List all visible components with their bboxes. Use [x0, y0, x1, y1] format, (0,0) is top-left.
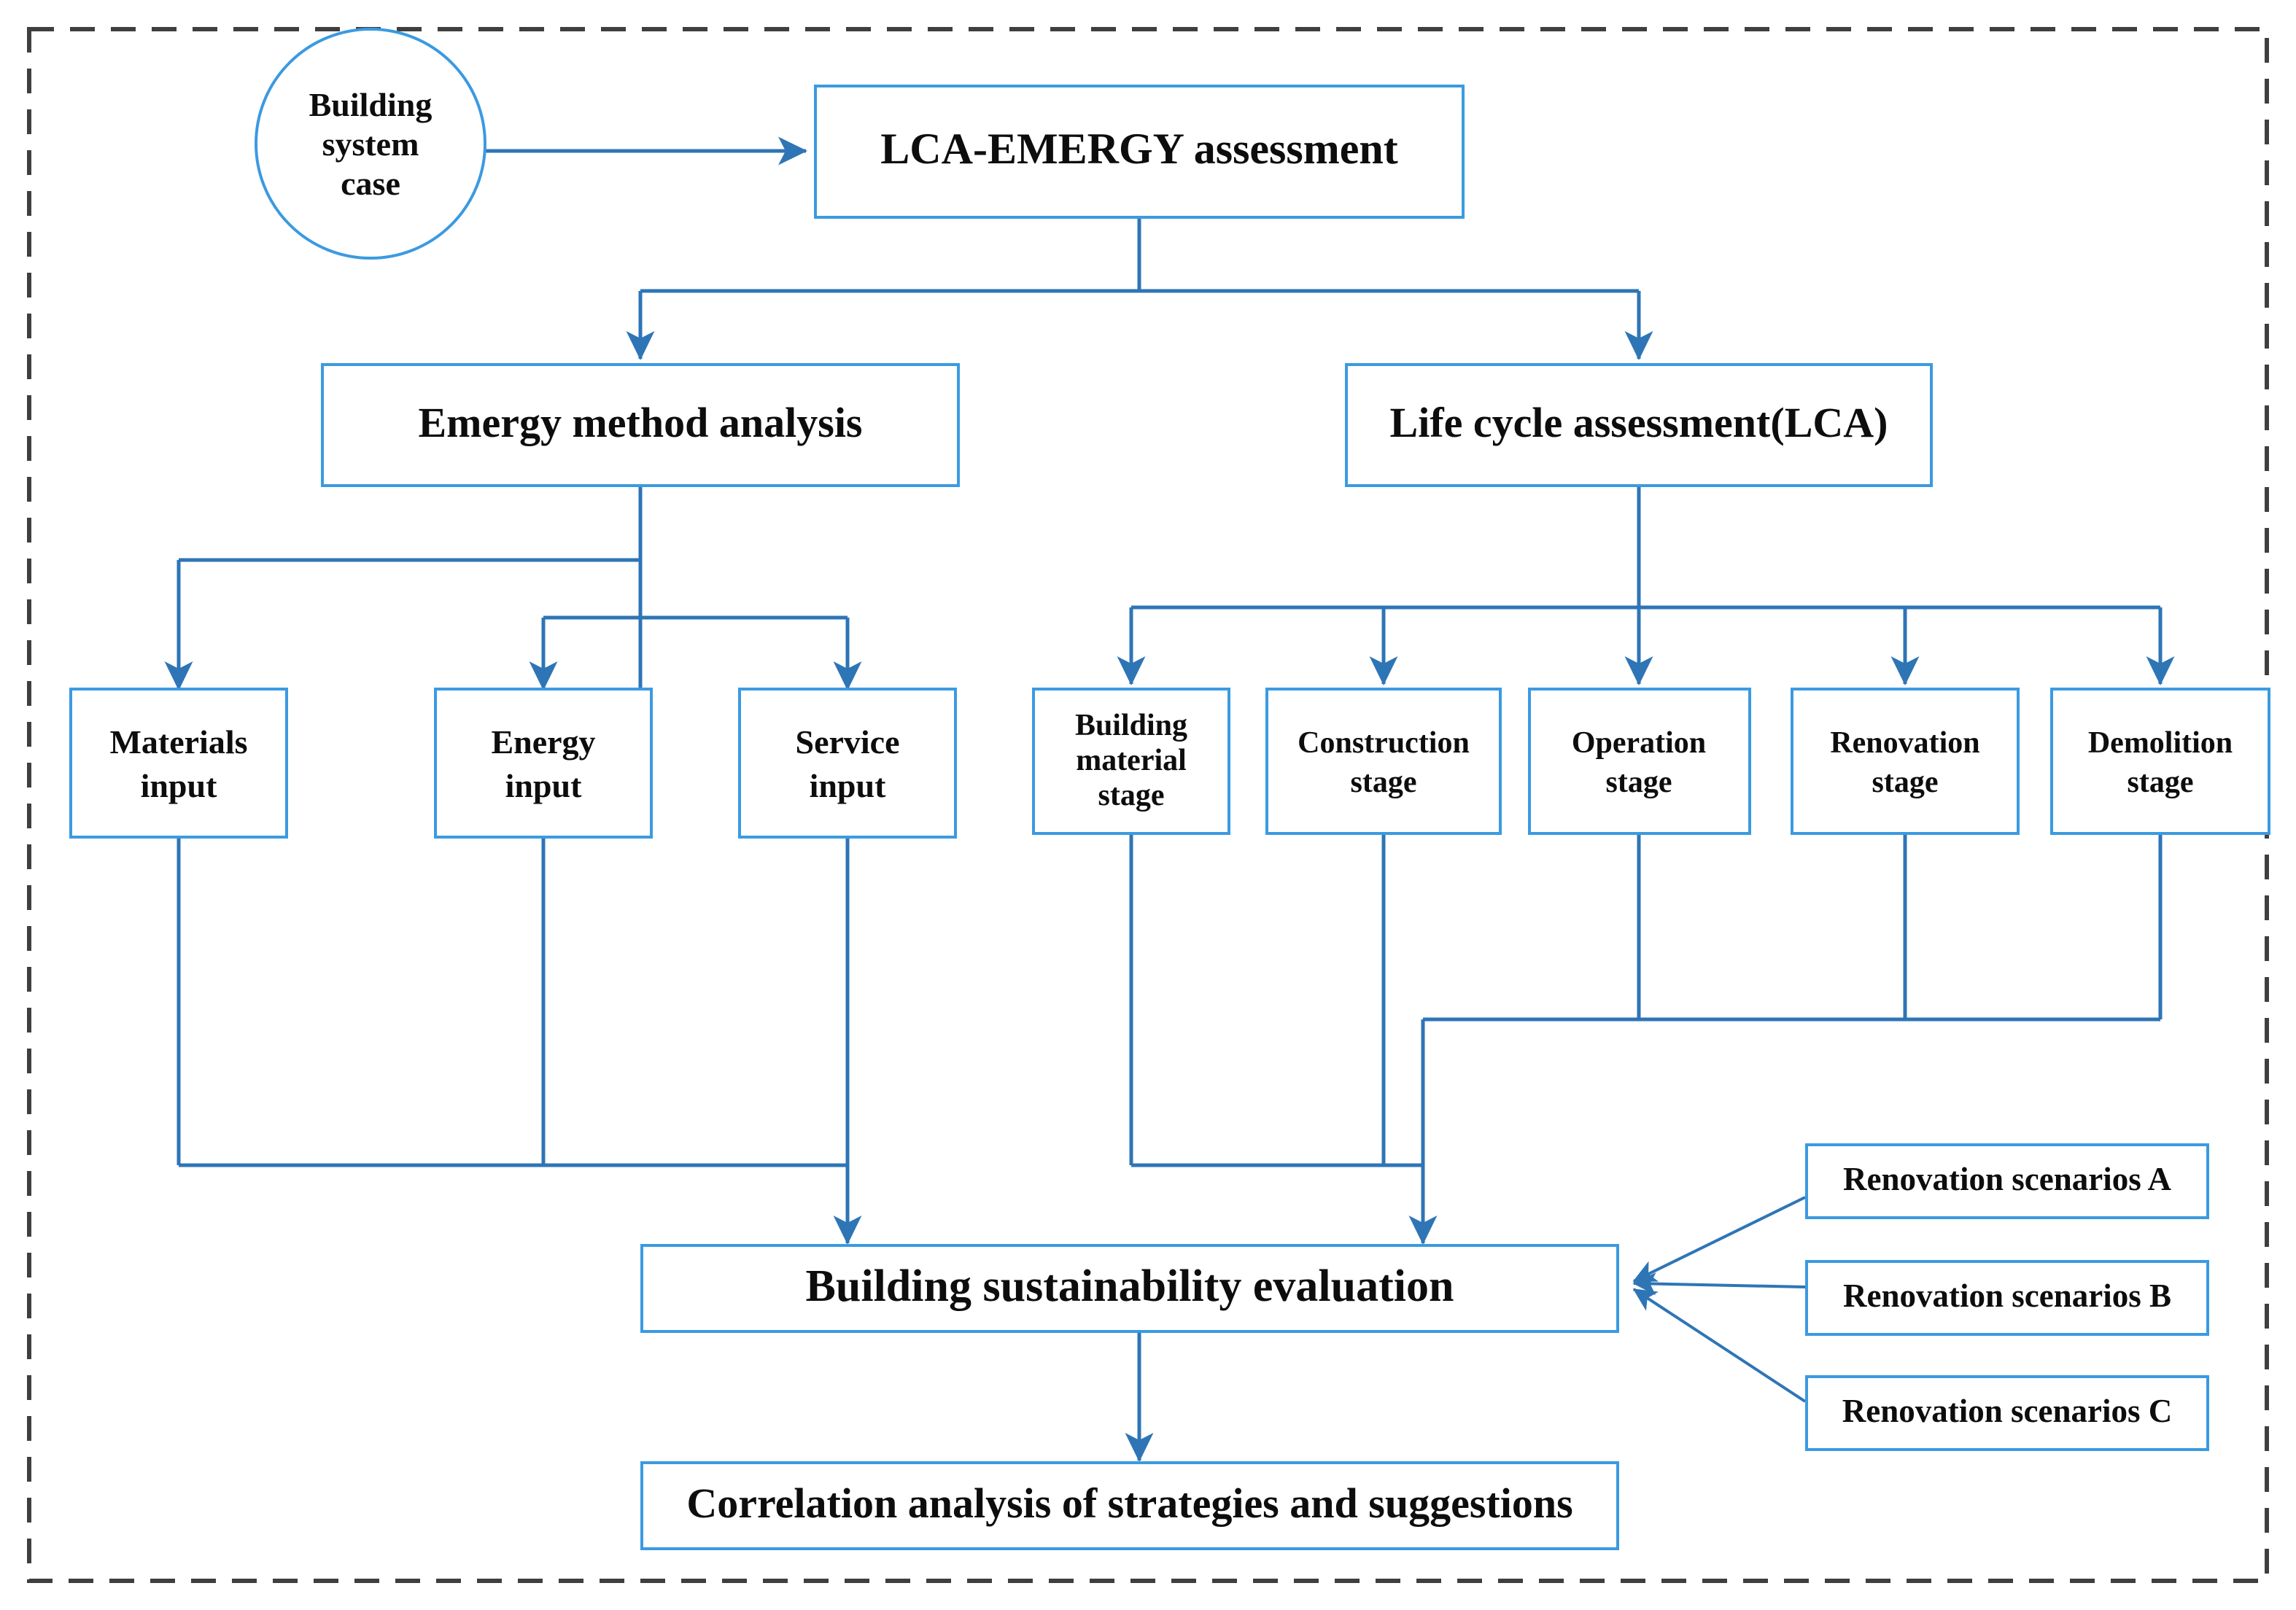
node-renovation-stage[interactable] — [1791, 688, 2020, 835]
node-building-system-case-label: Building — [309, 86, 433, 123]
node-service-input-label: Service — [795, 723, 899, 761]
node-service-input[interactable] — [738, 688, 957, 839]
node-demolition-stage-label: Demolition — [2088, 726, 2233, 760]
node-energy-input-label: Energy — [491, 723, 595, 761]
node-lca-emergy-assessment[interactable] — [814, 85, 1465, 219]
svg-text:input: input — [505, 767, 583, 804]
node-demolition-stage[interactable] — [2050, 688, 2270, 835]
node-energy-input[interactable] — [434, 688, 653, 839]
node-emergy-method-analysis-label: Emergy method analysis — [419, 399, 863, 446]
svg-text:case: case — [341, 165, 400, 202]
node-construction-stage-label: Construction — [1298, 726, 1470, 760]
svg-text:input: input — [810, 767, 887, 804]
svg-text:stage: stage — [1872, 766, 1939, 799]
node-renovation-stage-label: Renovation — [1830, 726, 1979, 760]
svg-text:stage: stage — [1606, 766, 1672, 799]
node-renovation-scenario-c[interactable] — [1805, 1375, 2209, 1451]
node-lca-emergy-assessment-label: LCA-EMERGY assessment — [880, 125, 1397, 173]
svg-text:material: material — [1076, 744, 1187, 777]
svg-text:input: input — [141, 767, 218, 804]
svg-text:stage: stage — [1098, 779, 1165, 812]
svg-text:system: system — [322, 125, 419, 163]
edge-root-fanout — [640, 217, 1639, 293]
node-renovation-scenario-b[interactable] — [1805, 1260, 2209, 1336]
diagram-frame — [27, 27, 2269, 1583]
node-building-material-stage-label: Building — [1075, 709, 1187, 742]
node-renovation-scenario-b-label: Renovation scenarios B — [1843, 1278, 2171, 1314]
edge-scenario-b-to-evaluation — [1632, 1272, 1806, 1296]
node-renovation-scenario-a-label: Renovation scenarios A — [1843, 1161, 2172, 1197]
node-emergy-method-analysis[interactable] — [321, 363, 960, 487]
node-materials-input[interactable] — [69, 688, 288, 839]
node-materials-input-label: Materials — [109, 723, 247, 761]
node-building-system-case[interactable] — [255, 28, 486, 260]
edge-scenario-a-to-evaluation — [1632, 1196, 1806, 1283]
node-building-material-stage[interactable] — [1032, 688, 1230, 835]
node-operation-stage[interactable] — [1528, 688, 1751, 835]
node-renovation-scenario-c-label: Renovation scenarios C — [1842, 1393, 2172, 1429]
svg-text:stage: stage — [2128, 766, 2194, 799]
svg-text:stage: stage — [1351, 766, 1417, 799]
node-renovation-scenario-a[interactable] — [1805, 1143, 2209, 1219]
node-correlation-analysis-label: Correlation analysis of strategies and s… — [686, 1479, 1572, 1527]
node-construction-stage[interactable] — [1265, 688, 1502, 835]
node-building-sustainability-evaluation-label: Building sustainability evaluation — [806, 1261, 1454, 1311]
node-operation-stage-label: Operation — [1572, 726, 1706, 760]
node-building-sustainability-evaluation[interactable] — [640, 1244, 1619, 1333]
node-correlation-analysis[interactable] — [640, 1461, 1619, 1550]
node-life-cycle-assessment[interactable] — [1345, 363, 1933, 487]
node-life-cycle-assessment-label: Life cycle assessment(LCA) — [1390, 399, 1888, 446]
edge-scenario-c-to-evaluation — [1632, 1288, 1807, 1403]
